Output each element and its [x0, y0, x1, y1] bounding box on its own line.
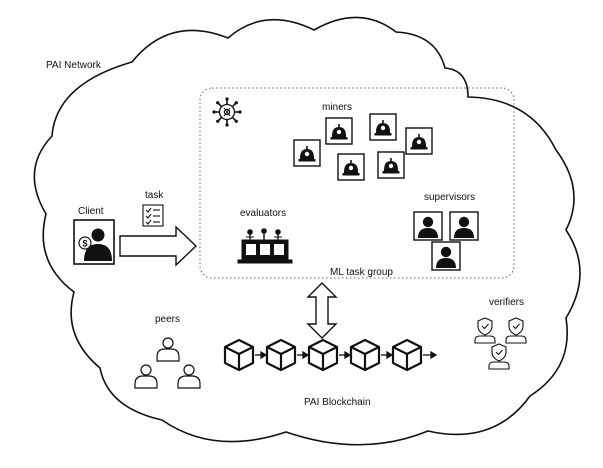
supervisor-person-icon [431, 241, 461, 271]
evaluator-panel-icon [237, 228, 293, 264]
ml-task-group-label: ML task group [330, 267, 393, 278]
supervisor-person-icon [449, 211, 479, 241]
miner-hardhat-icon [377, 151, 405, 179]
ml-virus-gear-icon [212, 97, 242, 127]
network-label: PAI Network [46, 60, 101, 71]
ml-task-group-box [199, 87, 515, 279]
group-blockchain-double-arrow [306, 282, 338, 339]
client-label: Client [78, 206, 104, 217]
cube-block-icon [391, 338, 423, 372]
cube-block-icon [307, 338, 339, 372]
miners-label: miners [322, 102, 353, 113]
task-label: task [145, 190, 164, 201]
client-money-icon: $ [73, 219, 115, 265]
cube-block-icon [265, 338, 297, 372]
svg-text:$: $ [82, 239, 87, 249]
cube-block-icon [349, 338, 381, 372]
blockchain-label: PAI Blockchain [304, 397, 371, 408]
pai-network-cloud [33, 16, 581, 446]
miner-hardhat-icon [325, 117, 353, 145]
evaluators-label: evaluators [240, 208, 287, 219]
peers-label: peers [155, 314, 181, 325]
blockchain-chain [223, 338, 438, 372]
cube-block-icon [223, 338, 255, 372]
miner-hardhat-icon [337, 153, 365, 181]
miner-hardhat-icon [369, 113, 397, 141]
miner-hardhat-icon [405, 127, 433, 155]
supervisor-person-icon [413, 211, 443, 241]
checklist-icon [142, 204, 164, 227]
supervisors-label: supervisors [424, 192, 476, 203]
miner-hardhat-icon [293, 139, 321, 167]
task-submission-arrow [119, 225, 198, 267]
verifiers-label: verifiers [489, 297, 525, 308]
